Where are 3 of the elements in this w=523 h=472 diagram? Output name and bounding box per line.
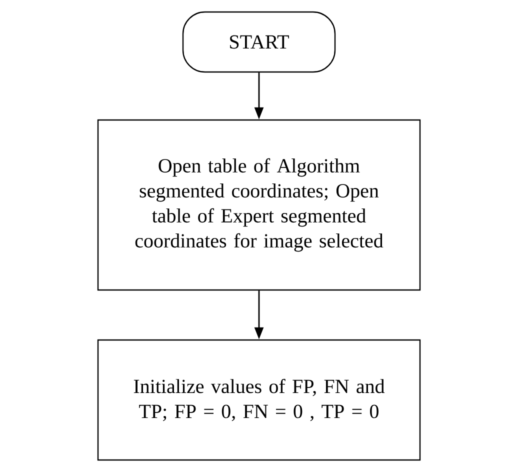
process-box: Initialize values of FP, FN and TP; FP = 0, FN = 0 , TP = 0 — [97, 339, 421, 461]
process-box: Open table of Algorithm segmented coordinates; Open table of Expert segmented coordinates for image selected — [97, 119, 421, 291]
terminal-box: START — [182, 11, 336, 73]
